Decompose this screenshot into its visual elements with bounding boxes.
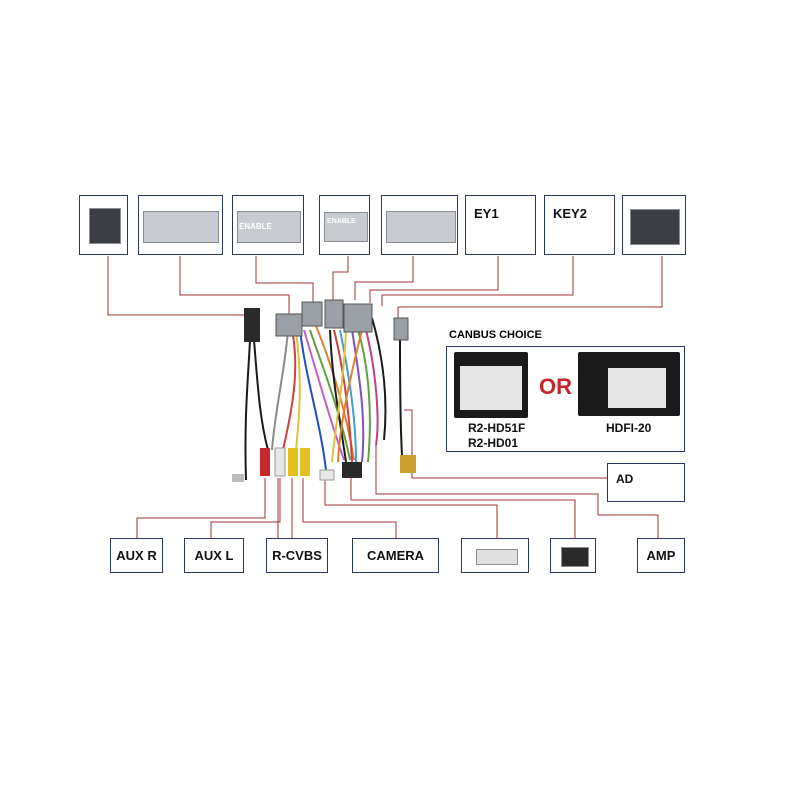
canbus-module-a bbox=[454, 352, 528, 418]
module-label-face bbox=[460, 366, 522, 410]
plug-photo bbox=[476, 549, 518, 565]
aux-l-label: AUX L bbox=[194, 548, 234, 563]
leader-line bbox=[404, 409, 608, 479]
connector-label: EY1 bbox=[474, 206, 499, 221]
connector-photo bbox=[143, 211, 219, 243]
leader-line bbox=[255, 256, 314, 303]
connector-photo bbox=[386, 211, 456, 243]
harness-plug bbox=[319, 469, 335, 481]
aux-r-box: AUX R bbox=[110, 538, 163, 573]
harness-plug bbox=[324, 299, 344, 329]
connector-label: ENABLE bbox=[327, 218, 356, 225]
plug-b-box bbox=[550, 538, 596, 573]
connector-box-1 bbox=[79, 195, 128, 255]
harness-plug bbox=[342, 462, 362, 478]
leader-line bbox=[332, 256, 349, 300]
leader-lines bbox=[107, 256, 663, 540]
leader-line bbox=[210, 478, 281, 540]
canbus-option-b: HDFI-20 bbox=[606, 421, 652, 435]
leader-line bbox=[107, 256, 249, 318]
camera-label: CAMERA bbox=[366, 548, 425, 563]
harness-plug bbox=[393, 317, 409, 341]
connector-box-3: ENABLE bbox=[232, 195, 304, 255]
wire-bundle bbox=[244, 317, 403, 481]
connector-box-8 bbox=[622, 195, 686, 255]
module-label-face bbox=[608, 368, 666, 408]
connector-box-key2: KEY2 bbox=[544, 195, 615, 255]
r-cvbs-label: R-CVBS bbox=[272, 548, 322, 563]
connector-photo bbox=[89, 208, 121, 244]
rca-plug-red bbox=[260, 448, 270, 476]
rca-plug-white bbox=[274, 447, 286, 477]
leader-line bbox=[302, 478, 397, 540]
connector-box-2 bbox=[138, 195, 223, 255]
leader-line bbox=[381, 256, 574, 306]
canbus-option-a-2: R2-HD01 bbox=[468, 436, 519, 450]
harness-plug bbox=[301, 301, 323, 327]
aux-l-box: AUX L bbox=[184, 538, 244, 573]
amp-box: AMP bbox=[637, 538, 685, 573]
connector-box-5 bbox=[381, 195, 458, 255]
connector-label: ENABLE bbox=[239, 222, 272, 231]
ad-box: AD bbox=[607, 463, 685, 502]
leader-line bbox=[324, 478, 498, 540]
plug-a-box bbox=[461, 538, 529, 573]
aux-r-label: AUX R bbox=[116, 548, 157, 563]
leader-line bbox=[397, 256, 663, 318]
harness-connectors bbox=[232, 299, 416, 482]
r-cvbs-box: R-CVBS bbox=[266, 538, 328, 573]
leader-line bbox=[179, 256, 290, 318]
leader-line bbox=[350, 478, 576, 540]
harness-plug bbox=[275, 313, 303, 337]
connector-box-4: ENABLE bbox=[319, 195, 370, 255]
leader-line bbox=[354, 256, 414, 300]
plug-photo bbox=[561, 547, 589, 567]
harness-plug bbox=[232, 474, 244, 482]
ad-label: AD bbox=[616, 472, 634, 486]
connector-photo bbox=[237, 211, 301, 243]
rca-plug-yellow bbox=[288, 448, 298, 476]
connector-box-key1: EY1 bbox=[465, 195, 536, 255]
leader-line bbox=[369, 256, 499, 303]
connector-label: KEY2 bbox=[553, 206, 587, 221]
canbus-module-b bbox=[578, 352, 680, 416]
leader-line bbox=[375, 445, 659, 540]
camera-box: CAMERA bbox=[352, 538, 439, 573]
or-separator: OR bbox=[539, 374, 572, 399]
amp-label: AMP bbox=[646, 548, 676, 563]
antenna-plug bbox=[400, 455, 416, 473]
harness-plug bbox=[244, 308, 260, 342]
connector-photo bbox=[324, 212, 368, 242]
canbus-option-a-1: R2-HD51F bbox=[468, 421, 526, 435]
rca-plug-yellow bbox=[300, 448, 310, 476]
canbus-title: CANBUS CHOICE bbox=[449, 329, 542, 341]
connector-photo bbox=[630, 209, 680, 245]
harness-plug bbox=[343, 303, 373, 333]
leader-line bbox=[136, 478, 266, 540]
